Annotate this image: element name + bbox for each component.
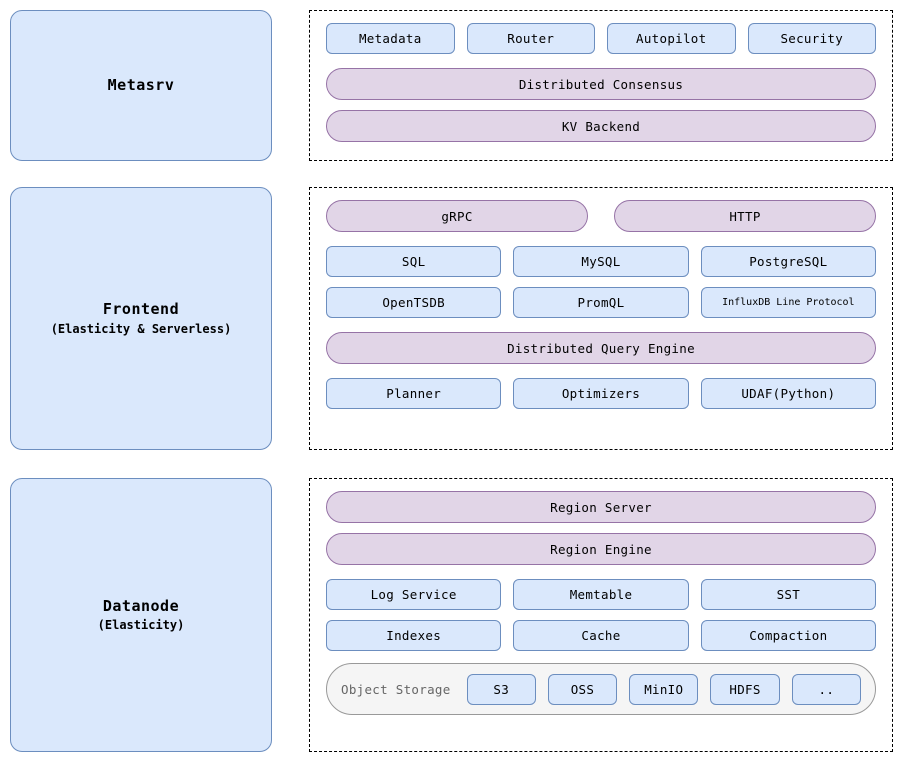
box-autopilot[interactable]: Autopilot (607, 23, 736, 54)
object-storage-container: Object Storage S3 OSS MinIO HDFS .. (326, 663, 876, 715)
chip-more[interactable]: .. (791, 673, 861, 705)
panel-metasrv: Metasrv (10, 10, 272, 161)
box-metadata[interactable]: Metadata (326, 23, 455, 54)
frontend-interface-row-2: OpenTSDB PromQL InfluxDB Line Protocol (326, 287, 876, 318)
box-router[interactable]: Router (466, 23, 595, 54)
panel-frontend: Frontend (Elasticity & Serverless) (10, 187, 272, 450)
box-indexes[interactable]: Indexes (326, 620, 502, 651)
chip-oss[interactable]: OSS (547, 673, 618, 705)
box-memtable[interactable]: Memtable (513, 579, 689, 610)
frontend-engine-row: Planner Optimizers UDAF(Python) (326, 378, 876, 409)
chip-hdfs[interactable]: HDFS (710, 673, 780, 705)
box-optimizers[interactable]: Optimizers (513, 378, 689, 409)
bar-region-server[interactable]: Region Server (326, 491, 876, 523)
panel-frontend-subtitle: (Elasticity & Serverless) (50, 321, 232, 336)
datanode-storage-row-2: Indexes Cache Compaction (326, 620, 876, 651)
box-sql[interactable]: SQL (326, 246, 502, 277)
box-opentsdb[interactable]: OpenTSDB (326, 287, 502, 318)
box-compaction[interactable]: Compaction (700, 620, 876, 651)
box-influxdb-line-protocol[interactable]: InfluxDB Line Protocol (700, 287, 876, 318)
box-mysql[interactable]: MySQL (513, 246, 689, 277)
box-cache[interactable]: Cache (513, 620, 689, 651)
chip-minio[interactable]: MinIO (629, 673, 699, 705)
bar-distributed-query-engine[interactable]: Distributed Query Engine (326, 332, 876, 364)
metasrv-component-row: Metadata Router Autopilot Security (326, 23, 876, 54)
chip-s3[interactable]: S3 (466, 673, 536, 705)
datanode-storage-row-1: Log Service Memtable SST (326, 579, 876, 610)
bar-distributed-consensus[interactable]: Distributed Consensus (326, 68, 876, 100)
bar-region-engine[interactable]: Region Engine (326, 533, 876, 565)
group-metasrv: Metadata Router Autopilot Security Distr… (309, 10, 893, 161)
panel-datanode: Datanode (Elasticity) (10, 478, 272, 752)
panel-frontend-title: Frontend (102, 300, 180, 319)
pill-http[interactable]: HTTP (614, 200, 876, 232)
box-postgresql[interactable]: PostgreSQL (700, 246, 876, 277)
box-udaf-python[interactable]: UDAF(Python) (700, 378, 876, 409)
pill-grpc[interactable]: gRPC (326, 200, 588, 232)
box-sst[interactable]: SST (700, 579, 876, 610)
frontend-protocol-row: gRPC HTTP (326, 200, 876, 232)
object-storage-label: Object Storage (341, 681, 451, 697)
panel-datanode-subtitle: (Elasticity) (97, 618, 185, 633)
box-planner[interactable]: Planner (326, 378, 502, 409)
group-frontend: gRPC HTTP SQL MySQL PostgreSQL OpenTSDB … (309, 187, 893, 450)
frontend-interface-row-1: SQL MySQL PostgreSQL (326, 246, 876, 277)
panel-datanode-title: Datanode (102, 596, 180, 615)
panel-metasrv-title: Metasrv (107, 76, 175, 95)
box-security[interactable]: Security (747, 23, 876, 54)
box-promql[interactable]: PromQL (513, 287, 689, 318)
box-log-service[interactable]: Log Service (326, 579, 502, 610)
group-datanode: Region Server Region Engine Log Service … (309, 478, 893, 752)
bar-kv-backend[interactable]: KV Backend (326, 110, 876, 142)
